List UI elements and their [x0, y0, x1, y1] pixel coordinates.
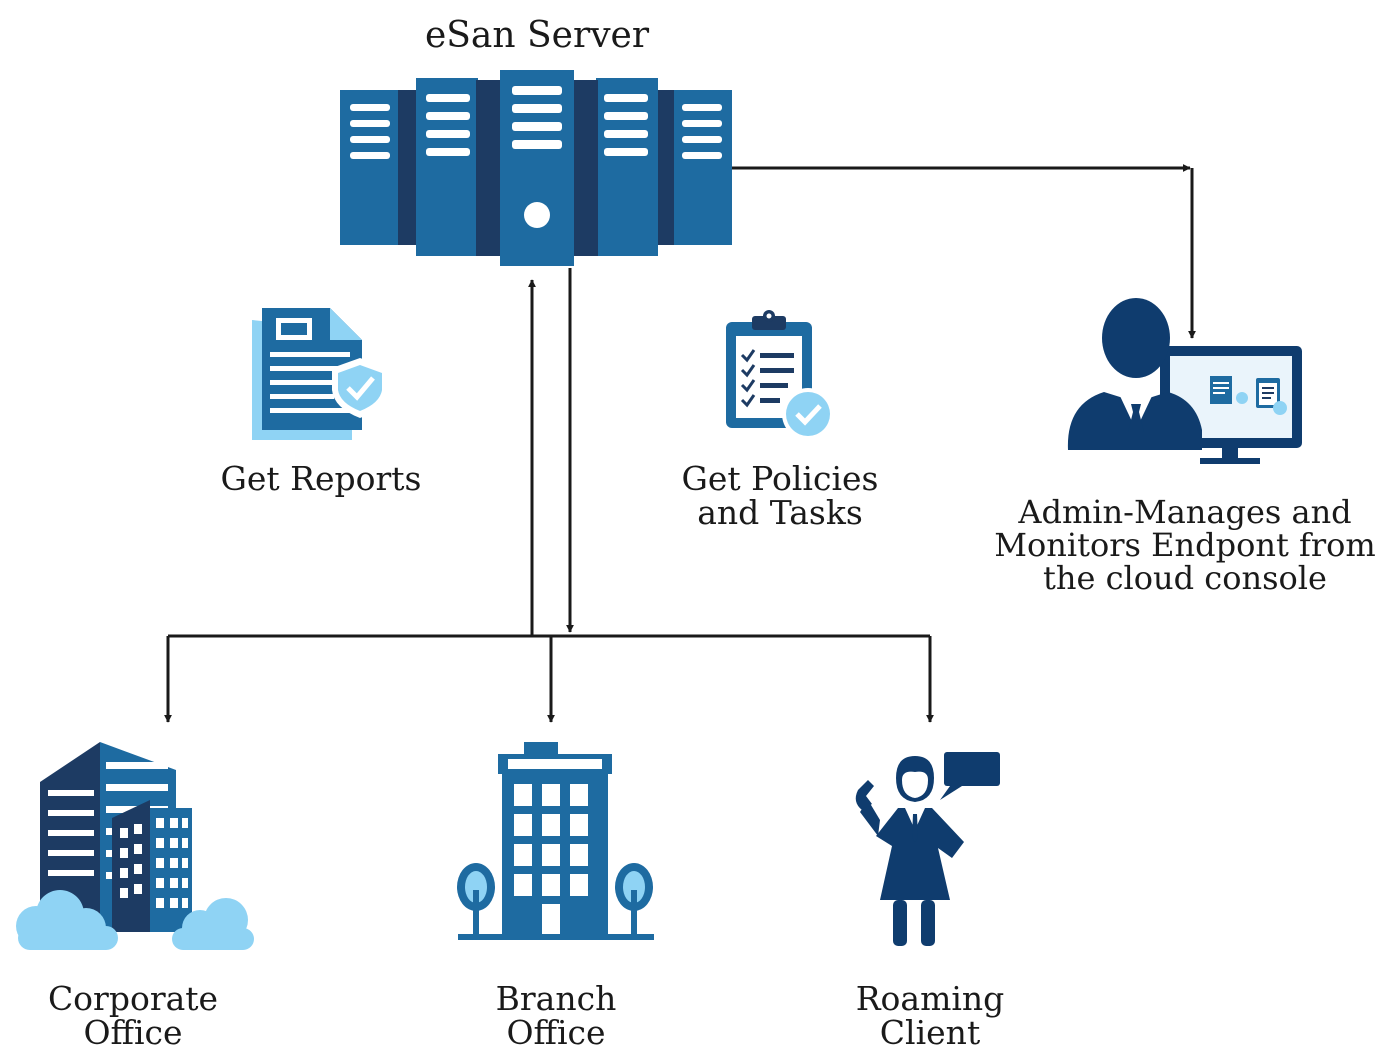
- report-shield-icon: [252, 308, 388, 440]
- admin-label: Admin-Manages and Monitors Endpont from …: [994, 493, 1376, 597]
- corporate-building-icon: [16, 742, 254, 950]
- roaming-client-icon: [855, 752, 1000, 946]
- get-reports-label: Get Reports: [220, 459, 422, 498]
- get-policies-label: Get Policies and Tasks: [681, 459, 879, 532]
- admin-console-icon: [1067, 298, 1302, 464]
- page-title: eSan Server: [424, 15, 650, 56]
- branch-office-label: Branch Office: [495, 979, 617, 1052]
- clipboard-check-icon: [726, 310, 834, 440]
- roaming-client-label: Roaming Client: [855, 979, 1005, 1052]
- connector-lines: [164, 164, 1196, 723]
- branch-building-icon: [457, 742, 654, 940]
- corporate-office-label: Corporate Office: [47, 979, 219, 1052]
- server-rack-icon: [340, 70, 732, 266]
